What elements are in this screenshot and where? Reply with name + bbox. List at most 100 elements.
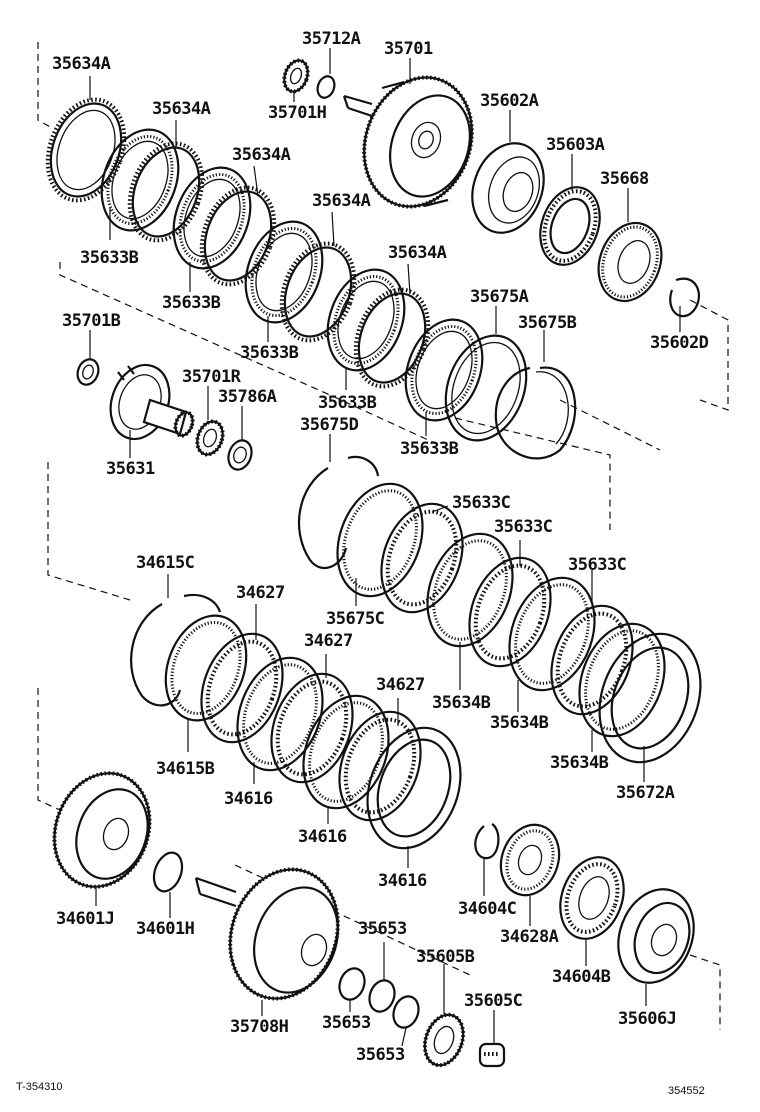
label-34616-3: 34616 — [378, 871, 427, 891]
disc-34627-3 — [338, 710, 422, 822]
label-35633C-2: 35633C — [494, 517, 552, 537]
oring-35701H — [316, 75, 336, 99]
return-spring-35603A — [539, 186, 601, 266]
bearing-35701B — [76, 358, 100, 386]
label-35712A: 35712A — [302, 29, 361, 49]
label-35633B-2: 35633B — [162, 293, 221, 313]
plate-35675A — [444, 334, 528, 442]
label-35605C: 35605C — [464, 991, 522, 1011]
label-35603A: 35603A — [546, 135, 605, 155]
label-35634A-2: 35634A — [152, 99, 211, 119]
drum-35708H — [194, 867, 340, 1001]
label-35634B-2: 35634B — [490, 713, 549, 733]
label-35633B-4: 35633B — [318, 393, 377, 413]
label-35633B-3: 35633B — [240, 343, 299, 363]
label-35634A-1: 35634A — [52, 54, 111, 74]
label-35605B: 35605B — [416, 947, 475, 967]
label-35675A: 35675A — [470, 287, 529, 307]
lower-clutch-pack — [129, 593, 462, 850]
label-35631: 35631 — [106, 459, 155, 479]
label-34601H: 34601H — [136, 919, 195, 939]
drum-34601J — [52, 771, 152, 889]
disc-35633B-4 — [326, 268, 406, 372]
label-35701: 35701 — [384, 39, 433, 59]
label-35634B-3: 35634B — [550, 753, 609, 773]
label-35633C-1: 35633C — [452, 493, 510, 513]
disc-35633C-1 — [380, 502, 464, 614]
label-34616-2: 34616 — [298, 827, 347, 847]
support-35606J — [617, 888, 695, 984]
footer-right-code: 354552 — [668, 1085, 705, 1097]
label-34604C: 34604C — [458, 899, 516, 919]
shaft-35631 — [109, 363, 195, 441]
label-35653-2: 35653 — [322, 1013, 371, 1033]
snap-ring-34615C — [129, 593, 222, 707]
oring-35653-2 — [368, 979, 396, 1013]
plate-35634B-1 — [426, 532, 514, 648]
plate-35634B-2 — [508, 576, 596, 692]
label-35634A-5: 35634A — [388, 243, 447, 263]
label-35653-3: 35653 — [356, 1045, 405, 1065]
label-35786A: 35786A — [218, 387, 277, 407]
disc-34627-2 — [270, 672, 354, 784]
label-35701H: 35701H — [268, 103, 327, 123]
piston-35602A — [471, 142, 545, 234]
label-34616-1: 34616 — [224, 789, 273, 809]
disc-34627-1 — [200, 632, 284, 744]
washer-35786A — [227, 439, 253, 471]
bearing-35701R — [195, 419, 225, 457]
label-35633B-5: 35633B — [400, 439, 459, 459]
plate-35675C — [336, 482, 424, 598]
label-35668: 35668 — [600, 169, 649, 189]
bearing-35605C — [478, 1042, 506, 1068]
drum-35701 — [342, 75, 474, 209]
oring-35653-1 — [338, 967, 366, 1001]
label-35634A-3: 35634A — [232, 145, 291, 165]
snap-ring-34604C — [474, 823, 500, 860]
label-34627-2: 34627 — [304, 631, 353, 651]
disc-35633B-3 — [244, 220, 324, 324]
label-34627-1: 34627 — [236, 583, 285, 603]
footer-left-code: T-354310 — [16, 1081, 62, 1093]
disc-35633C-3 — [550, 604, 634, 716]
label-35653-1: 35653 — [358, 919, 407, 939]
one-way-clutch-34604B — [559, 856, 625, 940]
leader-lines — [89, 48, 681, 1047]
label-35675B: 35675B — [518, 313, 577, 333]
plate-35634A-5 — [353, 287, 431, 389]
plate-35634B-3 — [578, 622, 666, 738]
middle-clutch-pack — [297, 455, 702, 764]
hub-34628A — [499, 823, 561, 897]
label-35701R: 35701R — [182, 367, 242, 387]
retainer-35668 — [597, 221, 663, 303]
label-35634B-1: 35634B — [432, 693, 491, 713]
oring-34601H — [152, 851, 184, 893]
label-34627-3: 34627 — [376, 675, 425, 695]
label-34601J: 34601J — [56, 909, 114, 929]
bottom-assembly — [52, 771, 695, 1068]
label-35602A: 35602A — [480, 91, 539, 111]
bearing-35605B — [422, 1012, 466, 1068]
plate-35634A-2 — [127, 141, 205, 243]
plate-34616-1 — [236, 656, 324, 772]
label-35634A-4: 35634A — [312, 191, 371, 211]
label-35633B-1: 35633B — [80, 248, 139, 268]
label-34615C: 34615C — [136, 553, 194, 573]
label-35708H: 35708H — [230, 1017, 289, 1037]
plate-34615B — [164, 614, 248, 722]
label-35633C-3: 35633C — [568, 555, 626, 575]
plate-35634A-4 — [279, 241, 357, 343]
disc-35633C-2 — [468, 556, 552, 668]
disc-35633B-5 — [404, 318, 484, 422]
label-35675C: 35675C — [326, 609, 384, 629]
snap-ring-35675D — [297, 455, 380, 570]
disc-35633B-2 — [172, 166, 252, 270]
plate-34616-2 — [302, 694, 390, 810]
plate-35672A — [598, 632, 702, 764]
bearing-35712A — [282, 58, 310, 94]
label-35701B: 35701B — [62, 311, 121, 331]
plate-34616-3 — [366, 726, 462, 850]
label-34615B: 34615B — [156, 759, 215, 779]
part-labels: 35634A 35634A 35634A 35634A 35634A 35633… — [16, 29, 709, 1097]
